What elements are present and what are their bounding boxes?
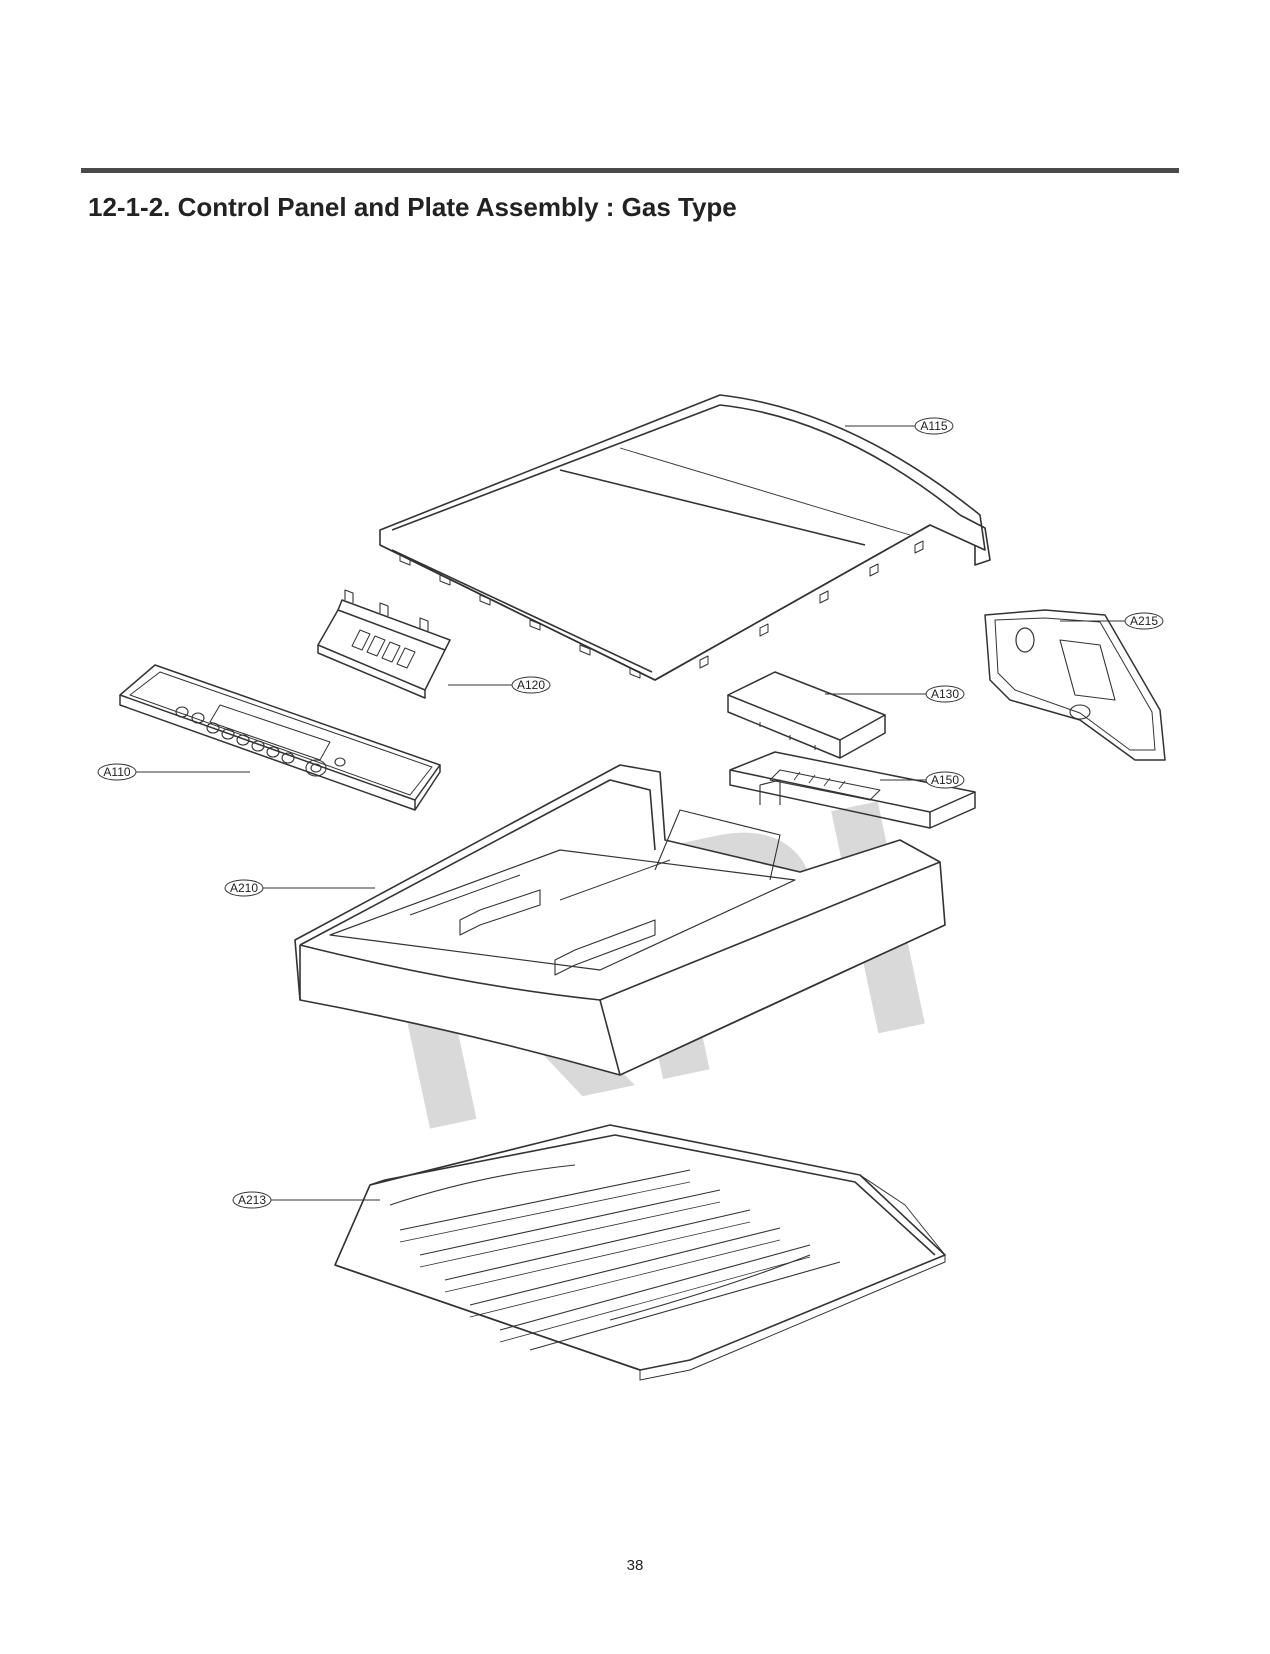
callout-label-a115: A115 [920,419,947,433]
callout-label-a150: A150 [931,773,959,787]
callout-a120: A120 [448,676,551,694]
callout-a150: A150 [880,771,965,789]
callout-label-a110: A110 [103,765,130,779]
part-pcb-assembly [317,589,451,699]
callout-a110: A110 [97,763,250,781]
callout-bubble-a215 [1124,612,1164,630]
callout-bubble-a120 [511,676,551,694]
callout-label-a215: A215 [1130,614,1158,628]
callout-label-a213: A213 [238,1193,266,1207]
callout-a213: A213 [232,1191,380,1209]
part-pcb-case [729,751,976,829]
header-rule [81,168,1179,173]
page-title: 12-1-2. Control Panel and Plate Assembly… [88,192,737,222]
callout-a115: A115 [845,417,954,435]
callout-a215: A215 [1060,612,1164,630]
part-top-plate [379,394,991,681]
part-control-panel [119,664,441,811]
callout-bubble-a130 [925,685,965,703]
callout-bubble-a115 [914,417,954,435]
callout-bubble-a150 [925,771,965,789]
part-control-plate [294,764,946,1076]
part-base-plate [334,1124,946,1381]
page-number: 38 [626,1557,644,1574]
part-rear-panel [984,609,1166,761]
callout-a130: A130 [825,685,965,703]
callout-label-a210: A210 [230,881,258,895]
callout-label-a120: A120 [517,678,545,692]
callout-a210: A210 [224,879,375,897]
part-sub-pcb [727,671,886,759]
callout-label-a130: A130 [931,687,959,701]
